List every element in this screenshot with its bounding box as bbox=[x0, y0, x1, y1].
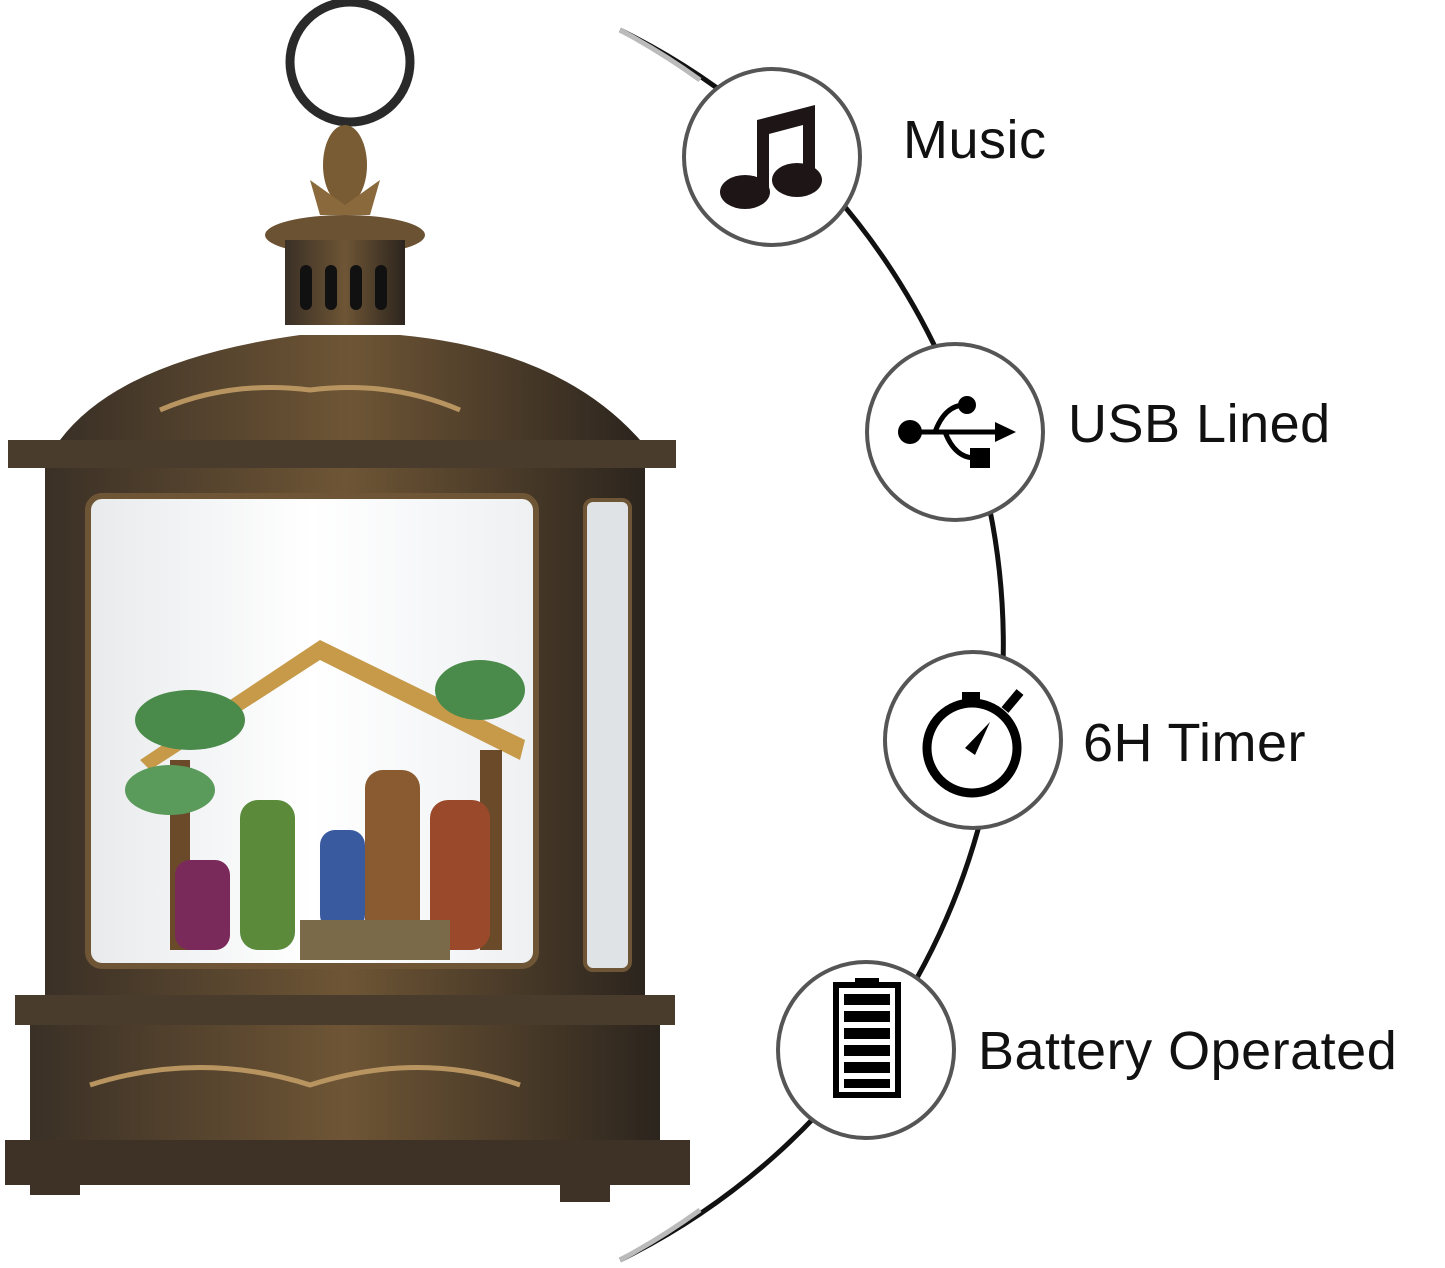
feature-label-music: Music bbox=[903, 110, 1047, 170]
usb-icon bbox=[898, 396, 1016, 468]
feature-label-timer: 6H Timer bbox=[1083, 713, 1307, 773]
hanging-ring bbox=[285, 0, 415, 127]
feature-battery bbox=[776, 960, 956, 1140]
feature-label-usb: USB Lined bbox=[1068, 394, 1331, 454]
feature-timer bbox=[883, 650, 1063, 830]
feature-usb bbox=[865, 342, 1045, 522]
feature-label-battery: Battery Operated bbox=[978, 1021, 1398, 1081]
lantern-image bbox=[5, 0, 690, 1202]
music-note-icon bbox=[720, 105, 822, 209]
feature-music bbox=[682, 67, 862, 247]
stopwatch-icon bbox=[922, 689, 1024, 798]
battery-icon bbox=[833, 978, 901, 1098]
